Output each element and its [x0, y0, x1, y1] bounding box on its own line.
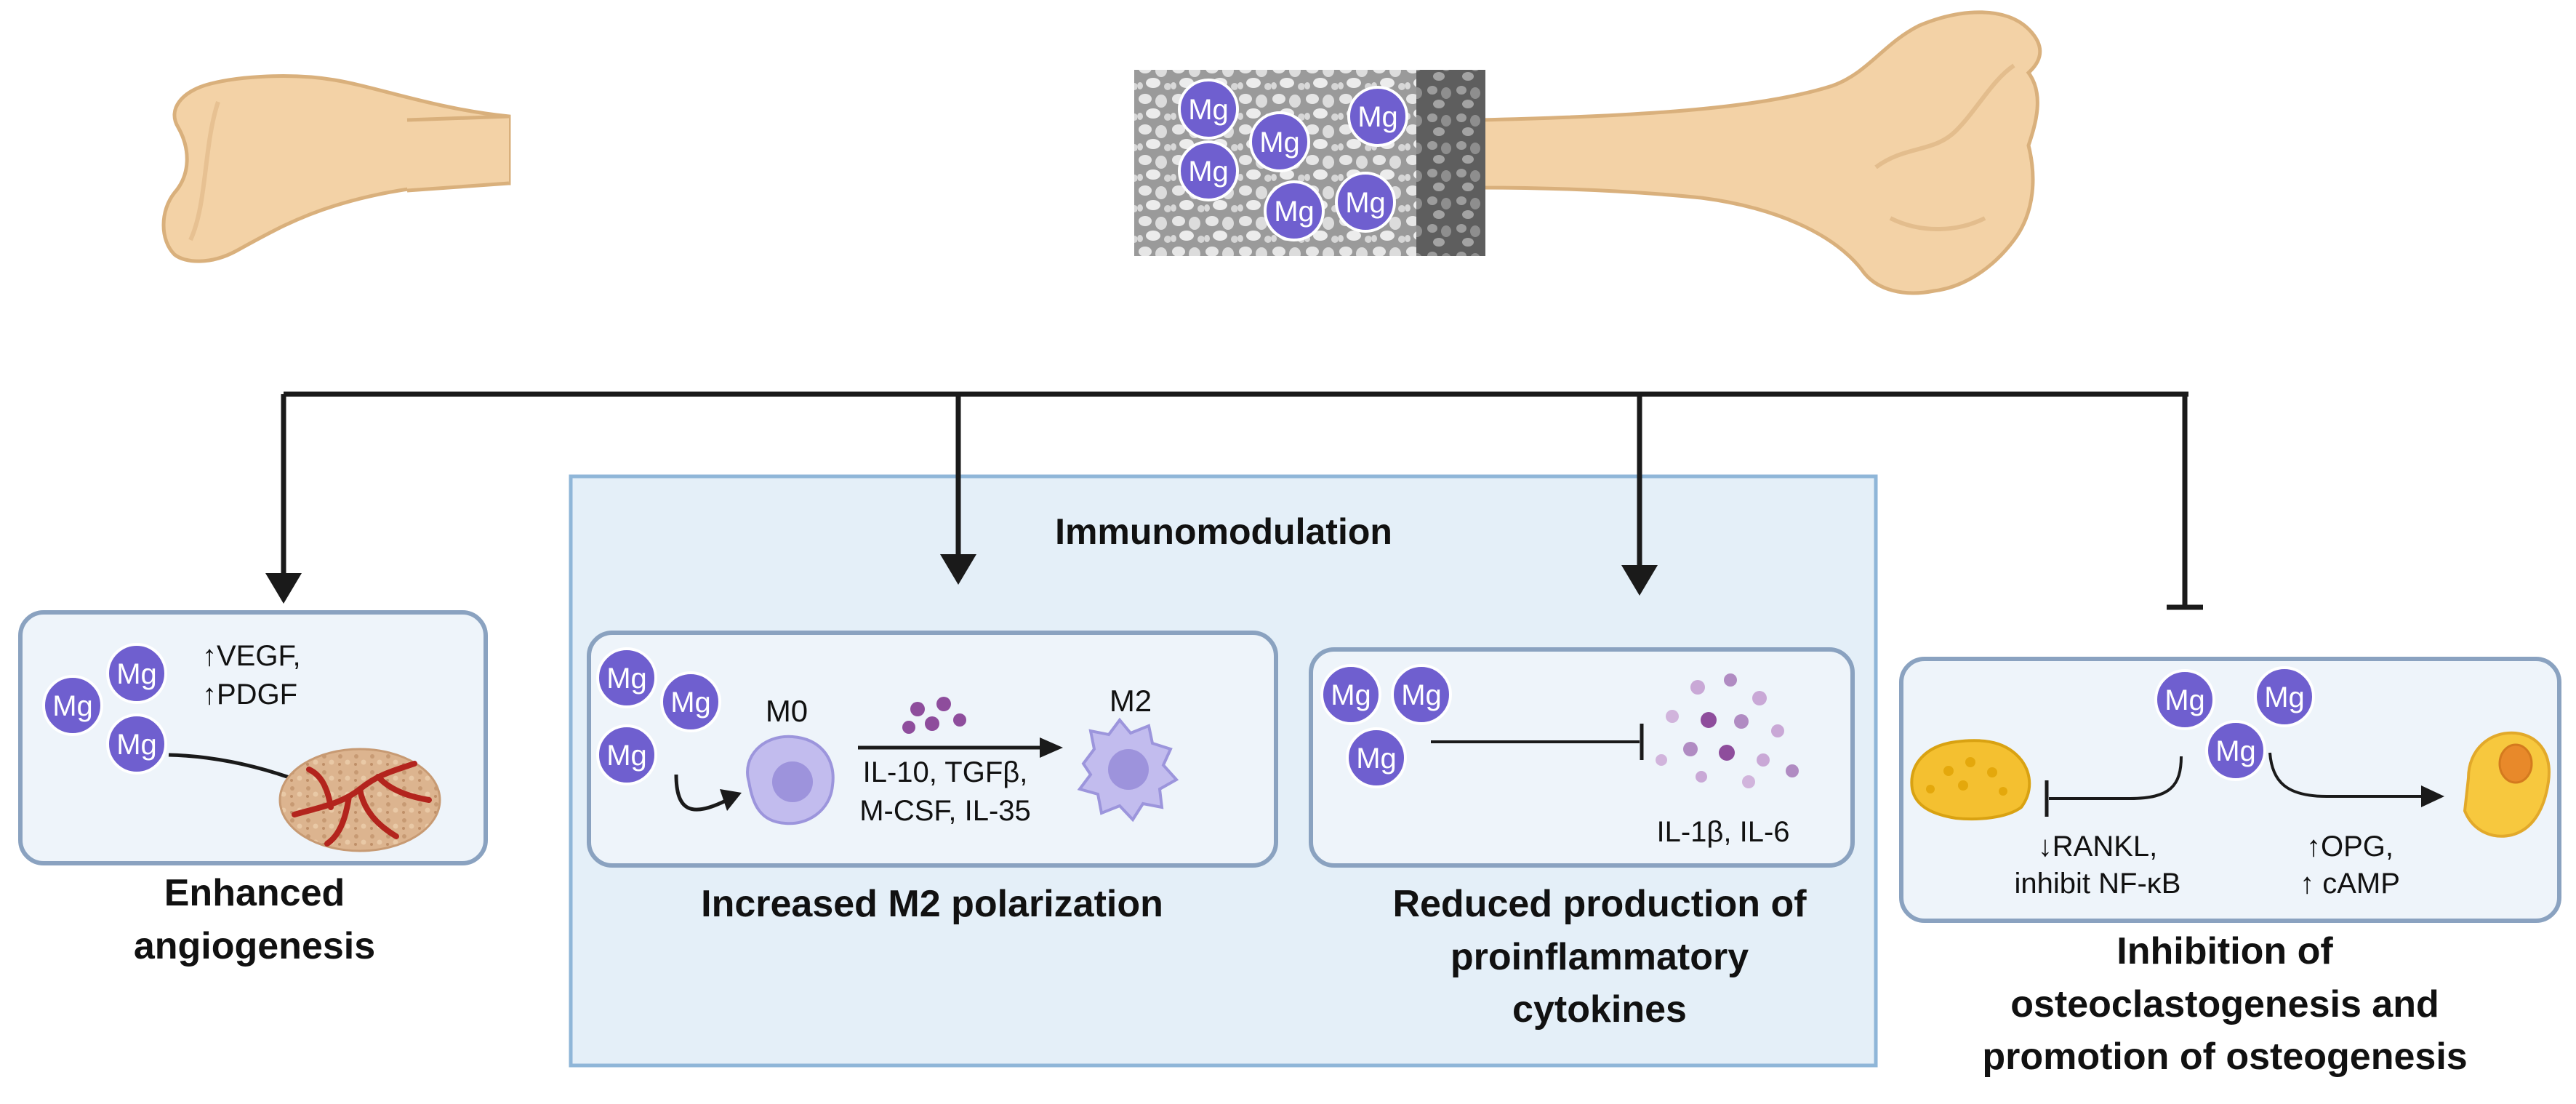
osteo-panel: Mg Mg Mg ↓RANKL, inhibit NF-κB ↑OPG, ↑ c…	[1899, 657, 2561, 923]
osteo-caption-2: osteoclastogenesis and	[2010, 983, 2439, 1025]
connector-lines	[281, 391, 2203, 610]
scaffold-shadow	[1416, 70, 1485, 256]
angiogenesis-caption-2: angiogenesis	[134, 925, 375, 967]
mg-ion: Mg	[1347, 86, 1408, 147]
svg-text:Mg: Mg	[606, 740, 647, 772]
rankl-label: ↓RANKL,	[2038, 831, 2158, 863]
svg-text:Mg: Mg	[116, 658, 157, 690]
bone-right-end	[1477, 10, 2042, 295]
mg-ion: Mg	[2154, 669, 2215, 730]
curved-arrow	[674, 774, 729, 812]
mg-ion: Mg	[1249, 111, 1310, 172]
blood-vessel-icon	[278, 748, 441, 852]
svg-text:Mg: Mg	[1345, 187, 1386, 219]
svg-text:Mg: Mg	[1357, 101, 1398, 133]
cytokines-caption-3: cytokines	[1512, 988, 1687, 1031]
svg-text:Mg: Mg	[670, 687, 711, 719]
il-label: IL-1β, IL-6	[1656, 816, 1789, 848]
mg-ion: Mg	[106, 713, 167, 775]
opg-label: ↑OPG,	[2306, 831, 2394, 863]
scaffold-mg-ions: Mg Mg Mg Mg Mg Mg	[1178, 79, 1408, 241]
cytokines-caption-2: proinflammatory	[1450, 936, 1749, 978]
svg-text:Mg: Mg	[2264, 681, 2305, 713]
nfkb-label: inhibit NF-κB	[2015, 868, 2181, 900]
cytokine-panel: Mg Mg Mg IL-1β, IL-6	[1309, 647, 1855, 868]
angiogenesis-panel: Mg Mg Mg ↑VEGF, ↑PDGF	[18, 610, 488, 865]
m0-macrophage-icon	[746, 735, 835, 825]
mg-ion: Mg	[660, 671, 721, 732]
camp-label: ↑ cAMP	[2300, 868, 2400, 900]
mg-ion: Mg	[1320, 664, 1381, 725]
osteo-caption-3: promotion of osteogenesis	[1982, 1036, 2467, 1078]
inhibition-curve	[2049, 756, 2183, 800]
mg-ion: Mg	[1264, 180, 1325, 241]
pdgf-label: ↑PDGF	[202, 679, 297, 711]
m0-label: M0	[766, 694, 808, 728]
osteoblast-icon	[2463, 731, 2551, 838]
mg-ion: Mg	[106, 643, 167, 704]
svg-text:Mg: Mg	[1356, 743, 1397, 775]
svg-text:Mg: Mg	[1331, 679, 1371, 711]
vegf-label: ↑VEGF,	[202, 640, 301, 672]
mg-ion: Mg	[2205, 720, 2266, 781]
osteo-caption: Inhibition of	[2116, 930, 2333, 972]
svg-text:Mg: Mg	[2215, 735, 2256, 767]
cytokine-dots	[902, 697, 966, 734]
bone-left-shaft	[407, 116, 509, 191]
cytokines-caption: Reduced production of	[1392, 883, 1807, 925]
svg-text:Mg: Mg	[52, 690, 93, 722]
svg-text:Mg: Mg	[2164, 684, 2205, 716]
mg-ion: Mg	[1391, 664, 1452, 725]
promotion-curve	[2268, 752, 2428, 798]
svg-text:Mg: Mg	[1274, 196, 1315, 228]
svg-text:Mg: Mg	[1188, 94, 1229, 126]
arrowheads	[265, 554, 1658, 604]
mg-ion: Mg	[1178, 140, 1239, 201]
m2-cytokines-label-2: M-CSF, IL-35	[859, 795, 1031, 827]
proinflammatory-cytokine-dots	[1656, 673, 1799, 788]
svg-text:Mg: Mg	[1188, 156, 1229, 188]
svg-text:Mg: Mg	[606, 663, 647, 695]
mg-ion: Mg	[2254, 666, 2315, 727]
osteoclast-icon	[1910, 739, 2031, 821]
bone-illustration	[161, 10, 2042, 295]
mg-ion: Mg	[596, 647, 657, 708]
m2-label: M2	[1110, 684, 1152, 718]
svg-text:Mg: Mg	[1259, 127, 1300, 159]
m2-caption: Increased M2 polarization	[701, 883, 1163, 925]
svg-text:Mg: Mg	[1401, 679, 1442, 711]
m2-cytokines-label: IL-10, TGFβ,	[863, 756, 1028, 788]
immunomodulation-title: Immunomodulation	[1055, 511, 1392, 552]
mg-ion: Mg	[1346, 727, 1407, 788]
mg-ion: Mg	[1335, 172, 1396, 233]
mg-ion: Mg	[42, 675, 103, 736]
svg-text:Mg: Mg	[116, 729, 157, 761]
mg-ion: Mg	[596, 724, 657, 785]
m2-polarization-panel: Mg Mg Mg M0 IL-10, TGFβ, M-CSF, IL-35 M2	[587, 631, 1278, 868]
angiogenesis-caption: Enhanced	[164, 872, 345, 914]
mg-ion: Mg	[1178, 79, 1239, 140]
m2-macrophage-icon	[1077, 717, 1179, 823]
